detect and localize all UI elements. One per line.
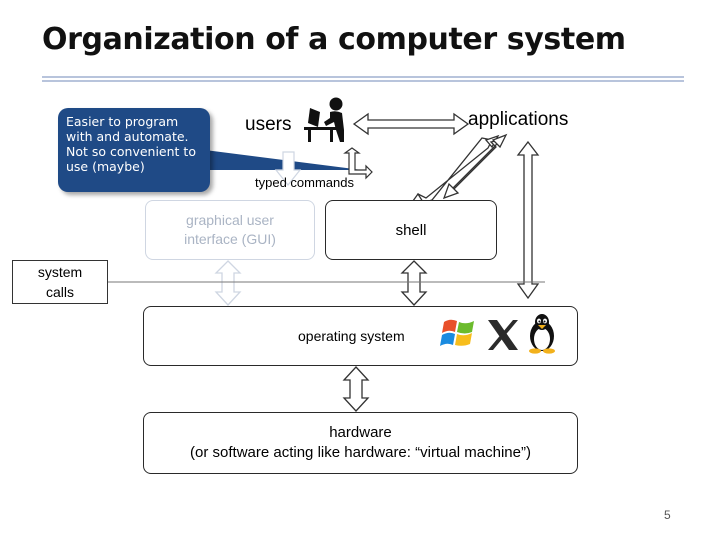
tux-penguin-icon bbox=[529, 314, 555, 354]
system-calls-label-line: calls bbox=[45, 284, 74, 300]
users-label: users bbox=[245, 114, 292, 135]
title-rule bbox=[42, 76, 684, 78]
system-calls-box: system calls bbox=[12, 260, 108, 304]
users-gui-arrow bbox=[274, 151, 302, 186]
shell-box: shell bbox=[325, 200, 497, 260]
callout-line: Easier to program bbox=[66, 114, 179, 129]
applications-os-arrow bbox=[442, 133, 508, 200]
shell-os-arrow bbox=[400, 260, 428, 306]
gui-label-line: interface (GUI) bbox=[184, 231, 276, 247]
page-title: Organization of a computer system bbox=[42, 22, 626, 57]
callout-note: Easier to program with and automate. Not… bbox=[58, 108, 210, 192]
system-calls-label-line: system bbox=[37, 264, 83, 280]
callout-line: Not so convenient to bbox=[66, 144, 196, 159]
users-applications-arrow bbox=[352, 112, 470, 136]
person-at-computer-icon bbox=[304, 97, 344, 142]
shell-label: shell bbox=[395, 221, 427, 239]
operating-system-box: operating system bbox=[143, 306, 578, 366]
hardware-label: hardware bbox=[329, 424, 392, 441]
callout-line: use (maybe) bbox=[66, 159, 145, 174]
os-hardware-arrow bbox=[342, 366, 370, 412]
applications-label: applications bbox=[468, 109, 569, 130]
users-typed-commands-arrow bbox=[343, 147, 373, 180]
typed-commands-label: typed commands bbox=[255, 175, 354, 190]
hardware-box: hardware (or software acting like hardwa… bbox=[143, 412, 578, 474]
x-window-logo-icon bbox=[488, 320, 518, 350]
applications-os-vertical-arrow bbox=[516, 140, 540, 300]
page-number: 5 bbox=[664, 508, 671, 522]
gui-box: graphical user interface (GUI) bbox=[145, 200, 315, 260]
windows-logo-icon bbox=[440, 319, 474, 346]
gui-os-arrow bbox=[214, 260, 242, 306]
callout-line: with and automate. bbox=[66, 129, 189, 144]
gui-label-line: graphical user bbox=[186, 212, 274, 228]
hardware-sublabel: (or software acting like hardware: “virt… bbox=[190, 444, 531, 461]
operating-system-label: operating system bbox=[298, 328, 405, 344]
title-rule-secondary bbox=[42, 80, 684, 82]
